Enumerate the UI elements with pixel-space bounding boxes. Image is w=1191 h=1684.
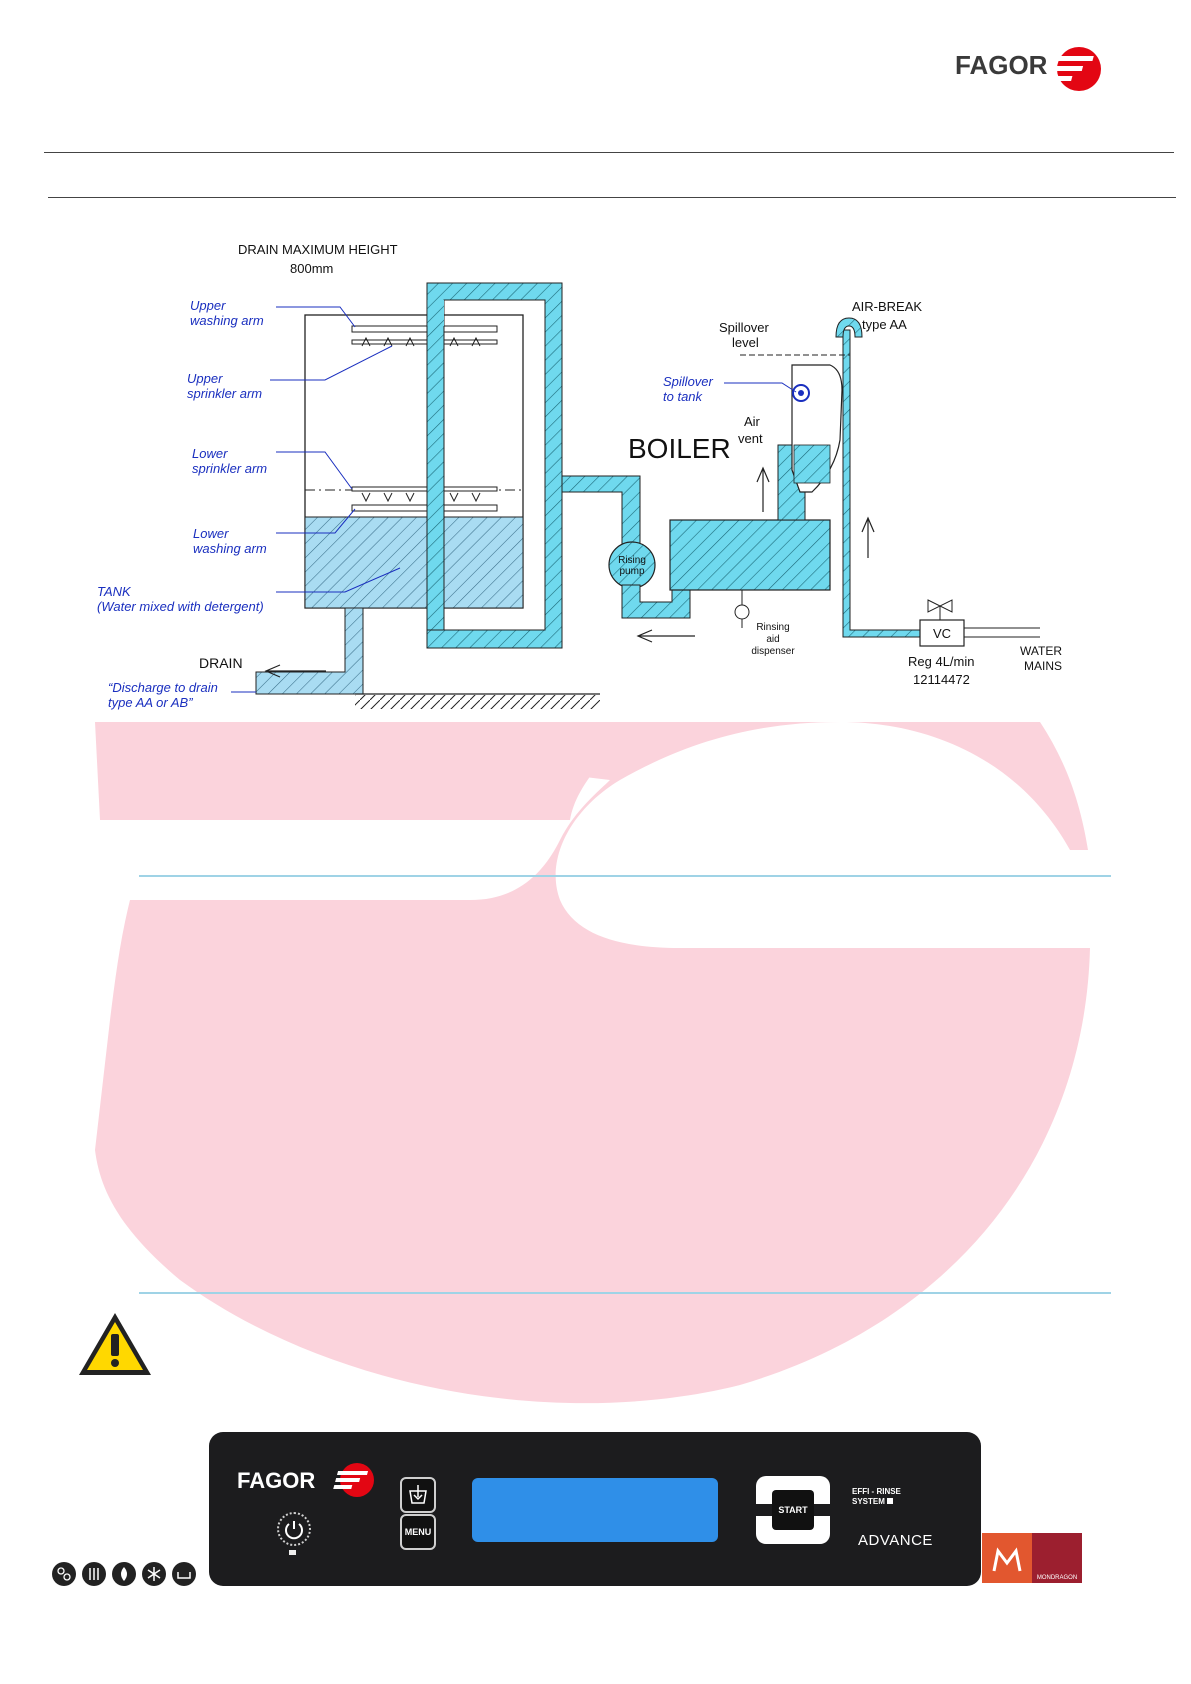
heating-icon: [82, 1562, 106, 1586]
air-break-label: AIR-BREAK: [852, 299, 922, 314]
section-rule-upper: [139, 875, 1111, 877]
vc-label: VC: [933, 626, 951, 641]
menu-button[interactable]: MENU: [400, 1514, 436, 1550]
drain-max-height-label: DRAIN MAXIMUM HEIGHT: [238, 242, 398, 257]
power-button[interactable]: [277, 1512, 311, 1546]
menu-button-label: MENU: [404, 1527, 432, 1537]
svg-text:FAGOR: FAGOR: [237, 1468, 315, 1493]
lower-washing-arm: [351, 504, 498, 512]
power-led: [289, 1550, 296, 1555]
svg-text:type AA: type AA: [862, 317, 907, 332]
start-button[interactable]: START: [756, 1476, 830, 1544]
water-supply-pipe: [842, 329, 921, 638]
drain-pipe: [255, 607, 364, 695]
vc-valve: [919, 619, 965, 647]
air-vent-label: Air: [744, 414, 761, 429]
effi-rinse-led: [887, 1498, 893, 1504]
header-rule-bottom: [48, 197, 1176, 198]
control-panel: FAGOR MENU START EFFI - RINSE SYSTEM: [209, 1432, 981, 1586]
water-drop-icon: [112, 1562, 136, 1586]
effi-rinse-label: EFFI - RINSE: [852, 1487, 901, 1496]
advance-label: ADVANCE: [858, 1532, 933, 1549]
svg-text:(Water mixed with detergent): (Water mixed with detergent): [97, 599, 264, 614]
dishwasher-icon: [52, 1562, 76, 1586]
spillover-level-label: Spillover: [719, 320, 770, 335]
svg-text:MAINS: MAINS: [1024, 659, 1062, 673]
upper-sprinkler-arm: [351, 339, 498, 345]
svg-text:dispenser: dispenser: [751, 646, 795, 657]
lower-washing-arm-label: Lower: [193, 526, 229, 541]
wash-cycle-button[interactable]: [400, 1477, 436, 1513]
upper-washing-arm-label: Upper: [190, 298, 226, 313]
basket-icon: [409, 1485, 427, 1504]
lower-sprinkler-arm-label: Lower: [192, 446, 228, 461]
mondragon-logo: MONDRAGON: [982, 1533, 1082, 1583]
upper-washing-arm: [351, 325, 498, 333]
start-button-label: START: [778, 1505, 808, 1515]
header-rule-top: [44, 152, 1174, 153]
warning-icon: [79, 1313, 151, 1375]
water-mains-label: WATER: [1020, 644, 1062, 658]
svg-text:type AA or AB”: type AA or AB”: [108, 695, 193, 710]
rinsing-aid-label: Rinsing: [756, 622, 789, 633]
water-circuit-diagram: DRAIN MAXIMUM HEIGHT 800mm Upper washing…: [97, 242, 1062, 710]
reg-label: Reg 4L/min: [908, 654, 974, 669]
discharge-label: “Discharge to drain: [108, 680, 218, 695]
tray-icon: [172, 1562, 196, 1586]
section-rule-lower: [139, 1292, 1111, 1294]
boiler-label: BOILER: [628, 433, 731, 464]
svg-text:sprinkler arm: sprinkler arm: [187, 386, 262, 401]
mondragon-label: MONDRAGON: [1037, 1575, 1077, 1581]
svg-text:12114472: 12114472: [913, 672, 970, 687]
tank-water: [304, 516, 524, 609]
logo-text: FAGOR: [955, 50, 1048, 80]
boiler: [669, 519, 831, 591]
tank-label: TANK: [97, 584, 132, 599]
fagor-logo: FAGOR: [955, 47, 1101, 91]
spillover-to-tank-label: Spillover: [663, 374, 714, 389]
svg-text:800mm: 800mm: [290, 261, 333, 276]
snowflake-icon: [142, 1562, 166, 1586]
panel-fagor-logo: FAGOR: [237, 1463, 374, 1497]
svg-text:sprinkler arm: sprinkler arm: [192, 461, 267, 476]
power-icon: [285, 1521, 303, 1540]
svg-text:washing arm: washing arm: [193, 541, 267, 556]
svg-text:vent: vent: [738, 431, 763, 446]
lcd-display: [472, 1478, 718, 1542]
lower-sprinkler-arm: [351, 486, 498, 492]
upper-sprinkler-arm-label: Upper: [187, 371, 223, 386]
svg-text:aid: aid: [766, 634, 779, 645]
effi-rinse-system-label: SYSTEM: [852, 1497, 885, 1506]
rising-pump-label: Rising: [618, 555, 646, 566]
drain-label: DRAIN: [199, 655, 243, 671]
svg-text:pump: pump: [619, 566, 644, 577]
svg-text:to tank: to tank: [663, 389, 704, 404]
svg-text:washing arm: washing arm: [190, 313, 264, 328]
svg-text:level: level: [732, 335, 759, 350]
